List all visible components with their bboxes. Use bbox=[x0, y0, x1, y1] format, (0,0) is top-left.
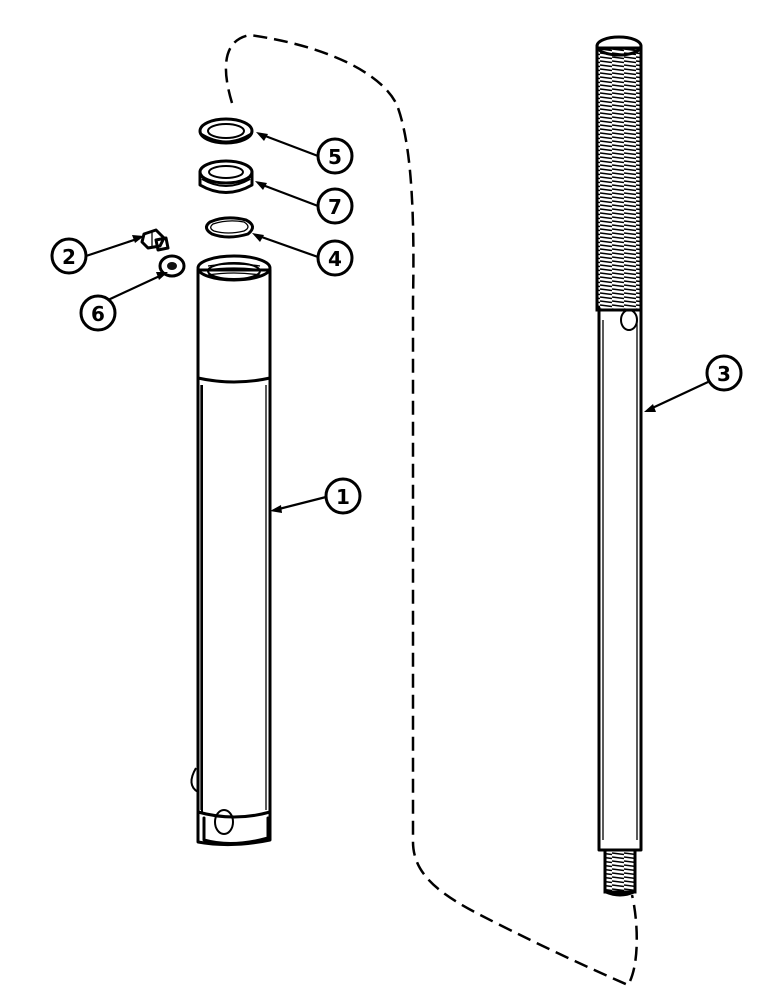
callout-3-label: 3 bbox=[717, 362, 731, 386]
callout-5-label: 5 bbox=[328, 145, 342, 169]
snap-ring bbox=[205, 216, 254, 239]
callout-7-label: 7 bbox=[328, 195, 342, 219]
threaded-rod bbox=[595, 35, 643, 897]
assembly-dashed-line bbox=[224, 33, 638, 987]
cylinder-barrel bbox=[190, 254, 272, 847]
callout-3: 3 bbox=[705, 354, 743, 392]
callout-5: 5 bbox=[316, 137, 354, 175]
wiper-ring bbox=[198, 117, 254, 145]
callout-2: 2 bbox=[50, 237, 88, 275]
callout-4: 4 bbox=[316, 239, 354, 277]
callout-7: 7 bbox=[316, 187, 354, 225]
bleeder-fitting bbox=[140, 228, 170, 252]
callout-1: 1 bbox=[324, 477, 362, 515]
washer bbox=[158, 254, 186, 278]
callout-6-label: 6 bbox=[91, 302, 105, 326]
leader-lines bbox=[85, 132, 709, 513]
callout-2-label: 2 bbox=[62, 245, 76, 269]
callout-6: 6 bbox=[79, 294, 117, 332]
seal-ring bbox=[198, 159, 254, 194]
callout-4-label: 4 bbox=[328, 247, 342, 271]
callout-1-label: 1 bbox=[336, 485, 350, 509]
